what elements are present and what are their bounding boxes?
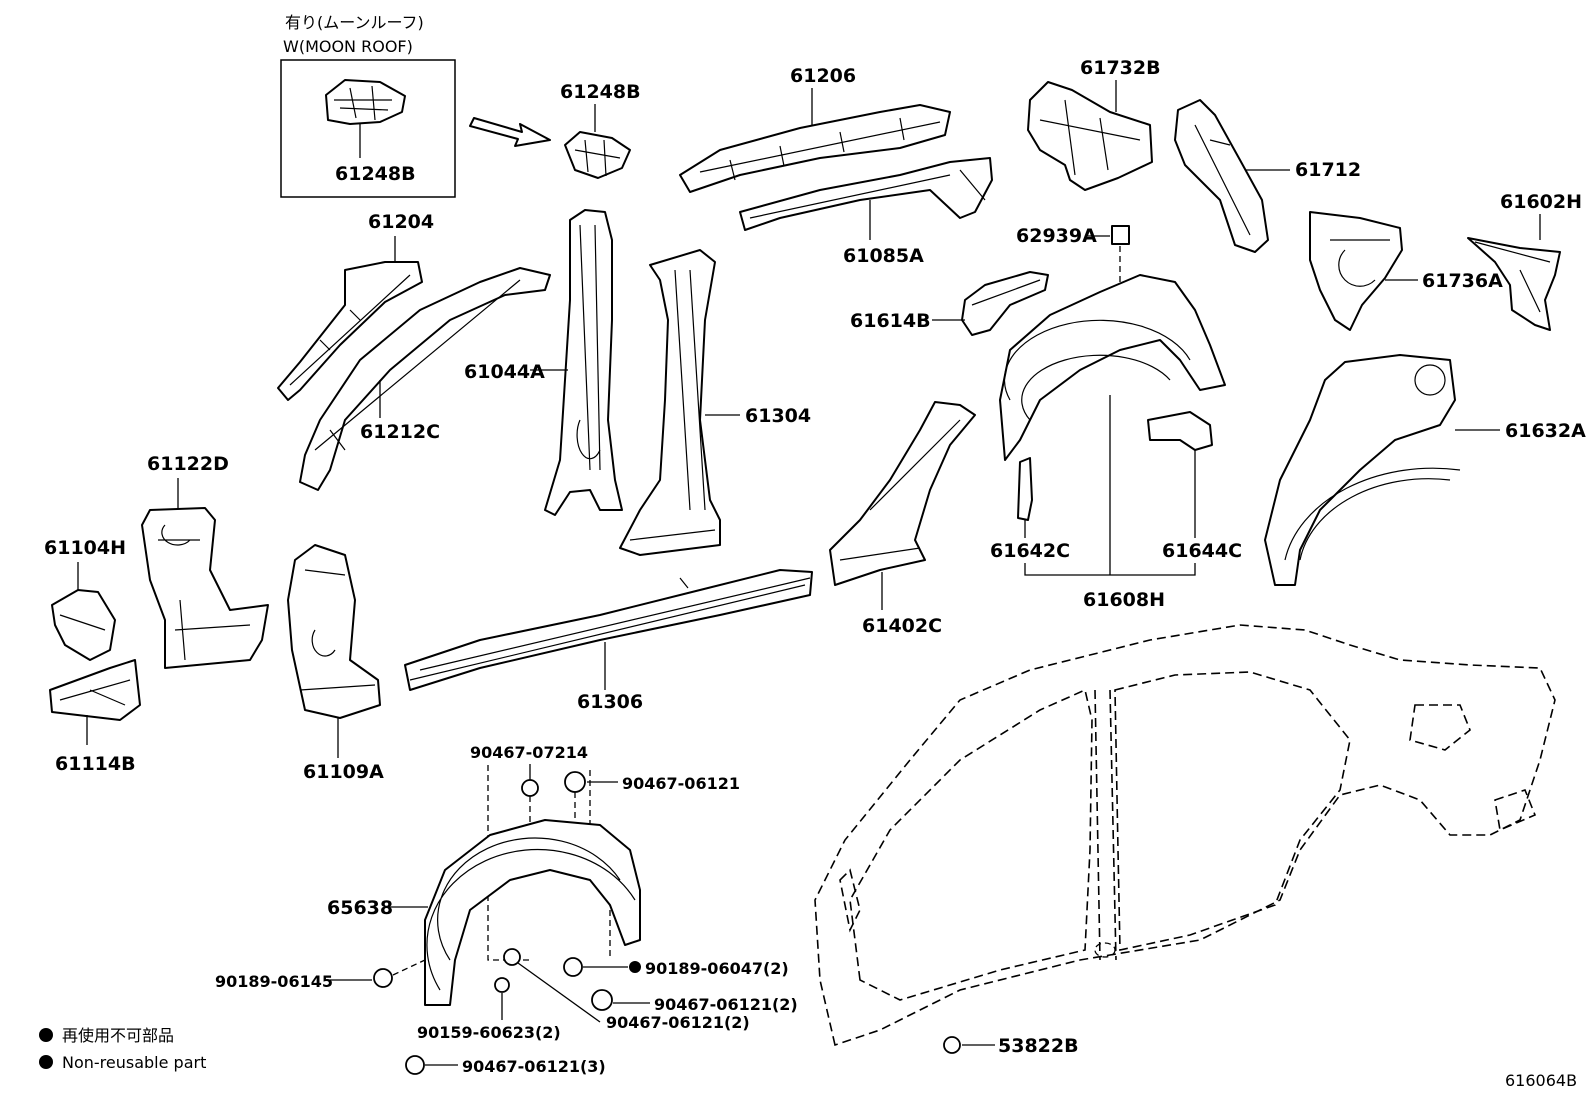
label-61306[interactable]: 61306	[577, 691, 643, 713]
non-reusable-marker	[629, 961, 641, 973]
part-61114B[interactable]	[49, 659, 141, 721]
label-61614B[interactable]: 61614B	[850, 310, 931, 332]
clip-90467-06121-b[interactable]	[591, 989, 613, 1011]
part-61712[interactable]	[1174, 99, 1269, 253]
label-65638[interactable]: 65638	[327, 897, 393, 919]
label-61402C[interactable]: 61402C	[862, 615, 942, 637]
label-61644C[interactable]: 61644C	[1162, 540, 1242, 562]
label-61248B-box[interactable]: 61248B	[335, 163, 416, 185]
label-61642C[interactable]: 61642C	[990, 540, 1070, 562]
moonroof-arrow	[469, 117, 551, 147]
legend-bullet-en	[39, 1055, 53, 1069]
part-61044A[interactable]	[544, 209, 623, 516]
part-62939A[interactable]	[1111, 225, 1130, 245]
part-61306[interactable]	[404, 569, 813, 691]
part-61109A[interactable]	[287, 544, 381, 719]
label-61212C[interactable]: 61212C	[360, 421, 440, 443]
label-61632A[interactable]: 61632A	[1505, 420, 1586, 442]
part-61104H[interactable]	[51, 589, 116, 661]
clip-90467-07214[interactable]	[521, 779, 539, 797]
moonroof-note-jp: 有り(ムーンルーフ)	[285, 13, 424, 32]
part-61204[interactable]	[277, 261, 423, 401]
legend-jp: 再使用不可部品	[62, 1026, 174, 1045]
label-62939A[interactable]: 62939A	[1016, 225, 1097, 247]
label-90467-06121-b[interactable]: 90467-06121(2)	[654, 995, 798, 1014]
label-90467-06121-a[interactable]: 90467-06121	[622, 774, 740, 793]
label-90467-07214[interactable]: 90467-07214	[470, 743, 588, 762]
label-61304[interactable]: 61304	[745, 405, 811, 427]
part-61248B[interactable]	[564, 131, 631, 179]
label-61248B[interactable]: 61248B	[560, 81, 641, 103]
part-61122D[interactable]	[141, 507, 269, 669]
label-61712[interactable]: 61712	[1295, 159, 1361, 181]
legend-bullet-jp	[39, 1028, 53, 1042]
label-61114B[interactable]: 61114B	[55, 753, 136, 775]
label-61104H[interactable]: 61104H	[44, 537, 126, 559]
part-61402C[interactable]	[829, 401, 976, 586]
label-61732B[interactable]: 61732B	[1080, 57, 1161, 79]
clip-90467-06121-c[interactable]	[503, 948, 521, 966]
bolt-90189-06145[interactable]	[373, 968, 393, 988]
part-61644C[interactable]	[1147, 411, 1213, 451]
part-61642C[interactable]	[1017, 457, 1033, 521]
label-61602H[interactable]: 61602H	[1500, 191, 1582, 213]
label-61122D[interactable]: 61122D	[147, 453, 229, 475]
label-61608H[interactable]: 61608H	[1083, 589, 1165, 611]
part-61732B[interactable]	[1027, 81, 1153, 191]
clip-53822B[interactable]	[943, 1036, 961, 1054]
part-61614B[interactable]	[961, 271, 1049, 336]
part-61206[interactable]	[679, 104, 951, 193]
moonroof-variant-box	[280, 59, 456, 198]
label-61204[interactable]: 61204	[368, 211, 434, 233]
label-61736A[interactable]: 61736A	[1422, 270, 1503, 292]
label-61109A[interactable]: 61109A	[303, 761, 384, 783]
clip-90467-06121-d[interactable]	[405, 1055, 425, 1075]
part-61085A[interactable]	[739, 157, 993, 231]
part-61632A[interactable]	[1264, 354, 1461, 586]
diagram-id: 616064B	[1505, 1071, 1577, 1090]
body-side-outer-panel	[814, 624, 1556, 1047]
part-65638[interactable]	[424, 819, 641, 1006]
part-61608H-inner-quarter[interactable]	[999, 274, 1226, 461]
label-90189-06047[interactable]: 90189-06047(2)	[645, 959, 789, 978]
label-90159-60623[interactable]: 90159-60623(2)	[417, 1023, 561, 1042]
clip-90467-06121-a[interactable]	[564, 771, 586, 793]
bolt-90189-06047[interactable]	[563, 957, 583, 977]
label-90467-06121-c[interactable]: 90467-06121(2)	[606, 1013, 750, 1032]
legend-en: Non-reusable part	[62, 1053, 206, 1072]
part-61248B-moonroof[interactable]	[325, 79, 406, 125]
moonroof-note-en: W(MOON ROOF)	[283, 37, 413, 56]
label-61044A[interactable]: 61044A	[464, 361, 545, 383]
part-61304[interactable]	[619, 249, 721, 556]
part-61212C[interactable]	[299, 267, 551, 491]
part-61736A[interactable]	[1309, 211, 1403, 331]
label-61206[interactable]: 61206	[790, 65, 856, 87]
label-90467-06121-d[interactable]: 90467-06121(3)	[462, 1057, 606, 1076]
screw-90159-60623[interactable]	[494, 977, 510, 993]
label-61085A[interactable]: 61085A	[843, 245, 924, 267]
part-61602H[interactable]	[1467, 237, 1561, 331]
label-90189-06145[interactable]: 90189-06145	[215, 972, 333, 991]
label-53822B[interactable]: 53822B	[998, 1035, 1079, 1057]
